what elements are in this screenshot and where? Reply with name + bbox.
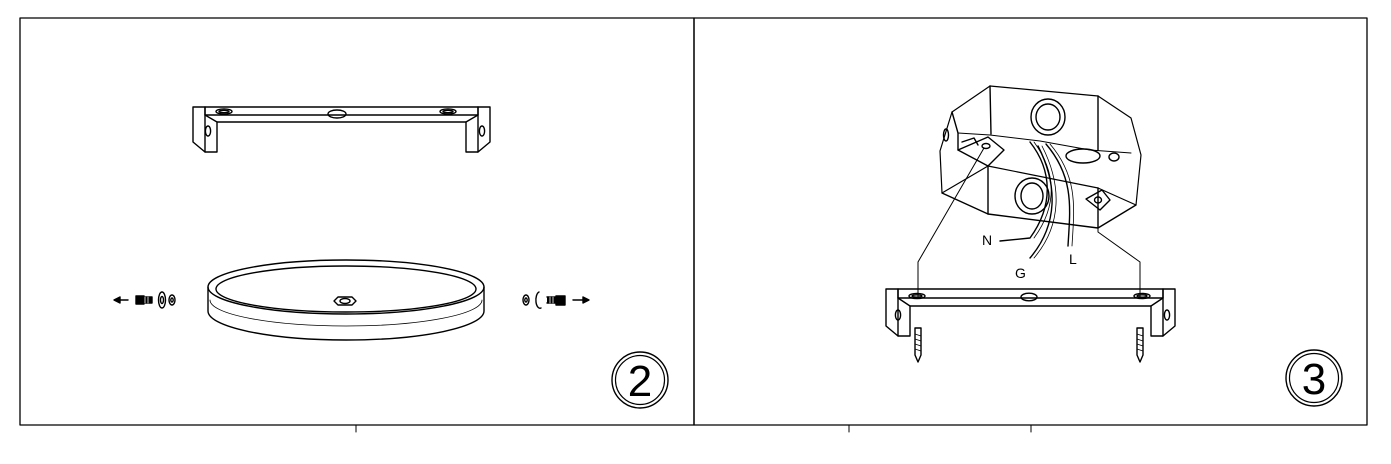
canopy-pan [207,259,485,341]
alignment-lines [917,147,1141,299]
wire-label-neutral: N [982,232,992,248]
step-number-2: 2 [611,351,669,409]
right-screw-assembly [522,291,590,309]
mounting-bracket [192,106,491,153]
step-number-label: 3 [1302,355,1326,404]
wire-labels: N G L [982,232,1077,281]
panel-step-3: N G L [885,85,1343,407]
step-number-3: 3 [1285,349,1343,407]
panel-step-2: 2 [113,106,669,409]
mounting-bracket [885,288,1176,337]
junction-box [939,85,1142,229]
wire-label-live: L [1069,251,1077,267]
left-screw-assembly [113,291,176,309]
wire-label-ground: G [1015,265,1026,281]
step-number-label: 2 [628,357,652,406]
bracket-screws [914,327,1144,363]
panel-frames [19,17,1368,433]
center-nut [333,296,357,306]
supply-wires [999,141,1074,259]
